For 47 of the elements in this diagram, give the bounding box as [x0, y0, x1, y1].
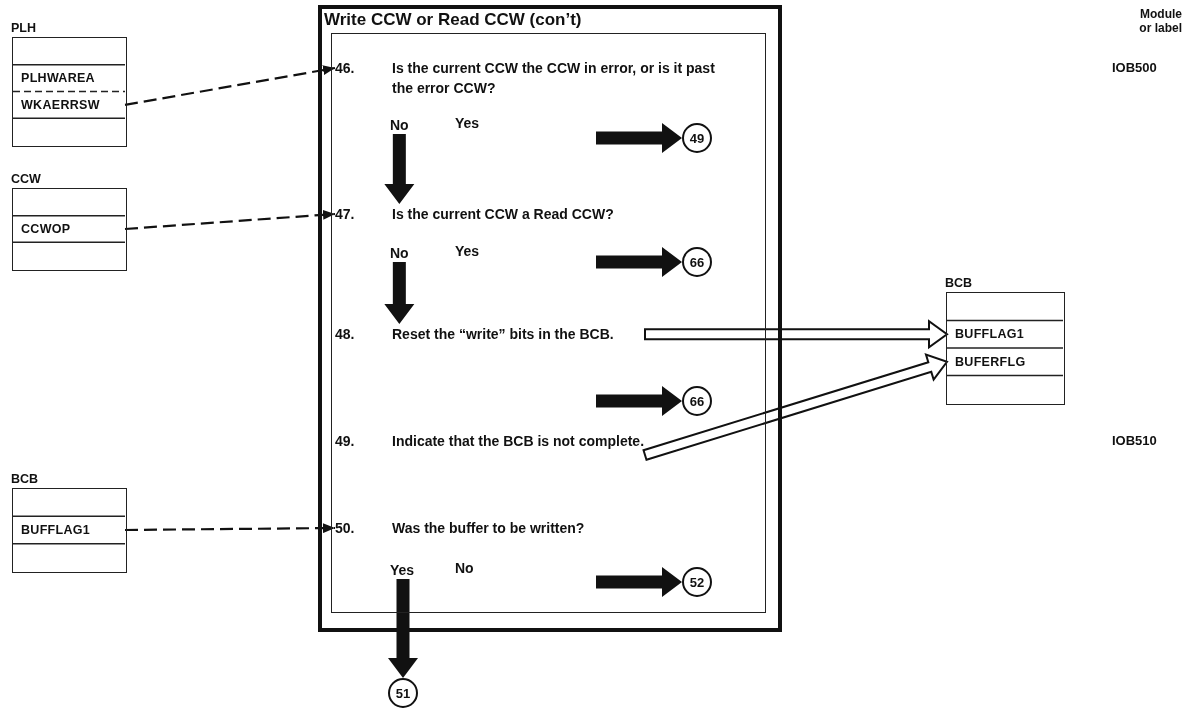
connector-circle: 66	[682, 247, 712, 277]
step-number: 49.	[335, 432, 356, 451]
dashed-arrow	[124, 209, 336, 231]
step-text: Reset the “write” bits in the BCB.	[392, 325, 615, 344]
block-arrow	[596, 567, 682, 597]
connector-circle: 51	[388, 678, 418, 708]
step-number: 47.	[335, 205, 356, 224]
dashed-arrow	[124, 65, 336, 106]
field-name: WKAERRSW	[13, 91, 125, 119]
block-arrow	[596, 123, 682, 153]
step-text: Indicate that the BCB is not complete.	[392, 432, 645, 451]
field-name: BUFFLAG1	[13, 516, 125, 544]
box-heading: CCW	[11, 172, 41, 186]
block-arrow	[384, 262, 415, 324]
hollow-arrow	[642, 353, 949, 462]
connector-circle: 49	[682, 123, 712, 153]
connector-circle: 52	[682, 567, 712, 597]
block-arrow	[596, 247, 682, 277]
branch-label: Yes	[455, 244, 480, 258]
dashed-arrow	[125, 523, 335, 534]
branch-label: No	[390, 116, 409, 134]
block-arrow	[388, 579, 418, 678]
step-number: 46.	[335, 59, 356, 78]
step-text: Is the current CCW the CCW in error, or is it past the error CCW?	[392, 59, 715, 98]
step-number: 50.	[335, 519, 356, 538]
step-text: Is the current CCW a Read CCW?	[392, 205, 615, 224]
column-heading: Module or label	[1138, 7, 1182, 35]
field-name: CCWOP	[13, 215, 125, 243]
box-heading: BCB	[11, 472, 39, 486]
field-name: PLHWAREA	[13, 64, 125, 92]
frame-title: Write CCW or Read CCW (con’t)	[324, 10, 582, 30]
module-name: IOB500	[1112, 61, 1157, 75]
block-arrow	[384, 134, 415, 204]
branch-label: Yes	[390, 561, 415, 579]
field-name: BUFERFLG	[947, 348, 1063, 376]
field-name: BUFFLAG1	[947, 320, 1063, 348]
step-number: 48.	[335, 325, 356, 344]
connector-circle: 66	[682, 386, 712, 416]
branch-label: No	[455, 561, 474, 575]
branch-label: No	[390, 244, 409, 262]
box-heading: PLH	[11, 21, 36, 35]
block-arrow	[596, 386, 682, 416]
box-heading: BCB	[945, 276, 973, 290]
branch-label: Yes	[455, 116, 480, 130]
step-text: Was the buffer to be written?	[392, 519, 586, 538]
hollow-arrow	[644, 319, 949, 350]
module-name: IOB510	[1112, 434, 1157, 448]
